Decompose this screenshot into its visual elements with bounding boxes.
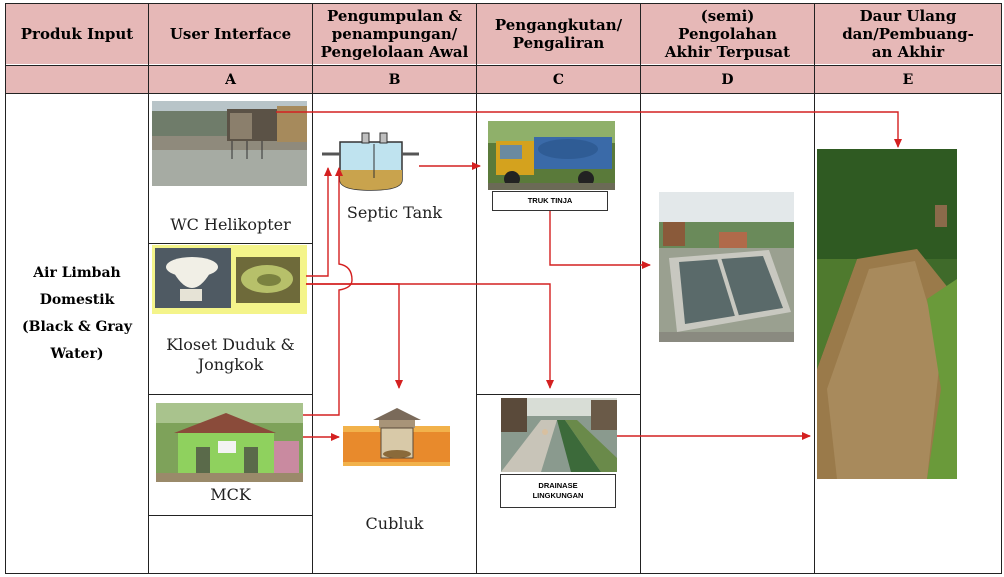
river-photo (817, 149, 957, 479)
grid-a-sep1 (148, 243, 312, 244)
grid-letter-bottom (5, 93, 1002, 94)
arrow-kloset-to-cubluk (306, 283, 403, 389)
grid-a-sep3 (148, 515, 312, 516)
column-letter-e: E (815, 66, 1001, 93)
grid-header-bottom (5, 65, 1002, 66)
pengolahan-photo (659, 192, 794, 342)
arrow-truk-to-pengolahan (549, 211, 651, 269)
septic-tank-diagram (322, 130, 419, 193)
grid-col-5 (814, 3, 815, 574)
grid-col-3 (476, 3, 477, 574)
mck-label: MCK (210, 485, 251, 504)
arrow-kloset-to-drainase (306, 283, 554, 389)
grid-col-4 (640, 3, 641, 574)
grid-a-sep2 (148, 394, 312, 395)
drainase-photo (501, 398, 617, 472)
column-letter-d: D (641, 66, 814, 93)
header-user-interface: User Interface (149, 4, 312, 64)
cubluk-illustration (343, 406, 450, 466)
grid-bottom (5, 573, 1002, 574)
drainase-label: DRAINASE LINGKUNGAN (500, 474, 616, 508)
column-letter-c: C (477, 66, 640, 93)
wc-helikopter-photo (152, 101, 307, 186)
kloset-photo (152, 245, 307, 314)
grid-col-6 (1001, 3, 1002, 574)
header-pengolahan: (semi) Pengolahan Akhir Terpusat (641, 4, 814, 64)
column-letter-b: B (313, 66, 476, 93)
header-pengumpulan: Pengumpulan & penampungan/ Pengelolaan A… (313, 4, 476, 64)
truk-tinja-photo (488, 121, 615, 190)
grid-col-2 (312, 3, 313, 574)
column-letter-blank (6, 66, 148, 93)
grid-col-1 (148, 3, 149, 574)
header-daur-ulang: Daur Ulang dan/Pembuang-an Akhir (815, 4, 1001, 64)
header-produk-input: Produk Input (6, 4, 148, 64)
septic-tank-label: Septic Tank (346, 203, 443, 222)
truk-tinja-label: TRUK TINJA (492, 191, 608, 211)
kloset-label: Kloset Duduk & Jongkok (166, 335, 295, 374)
cubluk-label: Cubluk (365, 514, 424, 533)
mck-photo (156, 403, 303, 482)
grid-top (5, 3, 1002, 4)
wc-helikopter-label: WC Helikopter (170, 215, 291, 234)
row-label-air-limbah: Air Limbah Domestik (Black & Gray Water) (22, 265, 132, 362)
grid-c-sep (476, 394, 640, 395)
column-letter-a: A (149, 66, 312, 93)
header-pengangkutan: Pengangkutan/ Pengaliran (477, 4, 640, 64)
grid-col-0 (5, 3, 6, 574)
